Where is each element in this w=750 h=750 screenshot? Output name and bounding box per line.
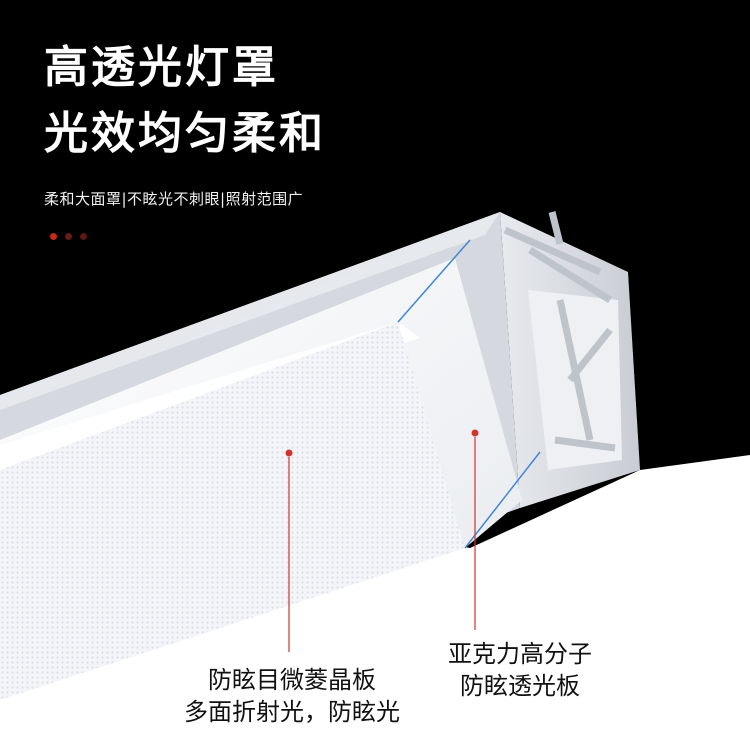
indicator-dot-2 bbox=[65, 233, 72, 240]
callout-left-line-2: 多面折射光，防眩光 bbox=[184, 698, 400, 726]
callout-right-line-1: 亚克力高分子 bbox=[448, 640, 592, 668]
housing-front bbox=[0, 212, 500, 410]
callout-left-line-1: 防眩目微菱晶板 bbox=[208, 666, 376, 694]
callout-right-line-2: 防眩透光板 bbox=[460, 672, 580, 700]
prismatic-diffuser bbox=[0, 322, 465, 700]
indicator-dot-3 bbox=[80, 233, 87, 240]
headline-line-2: 光效均匀柔和 bbox=[44, 108, 326, 159]
callout-acrylic-panel: 亚克力高分子 防眩透光板 bbox=[420, 638, 620, 702]
indicator-dot-1 bbox=[50, 233, 57, 240]
subheadline: 柔和大面罩|不眩光不刺眼|照射范围广 bbox=[44, 190, 304, 208]
leader-blue-lines bbox=[397, 239, 541, 549]
callout-markers bbox=[285, 429, 479, 652]
mounting-bracket bbox=[503, 211, 616, 452]
indicator-dots bbox=[50, 233, 87, 240]
headline-line-1: 高透光灯罩 bbox=[44, 42, 279, 93]
callout-prismatic-plate: 防眩目微菱晶板 多面折射光，防眩光 bbox=[142, 664, 442, 728]
